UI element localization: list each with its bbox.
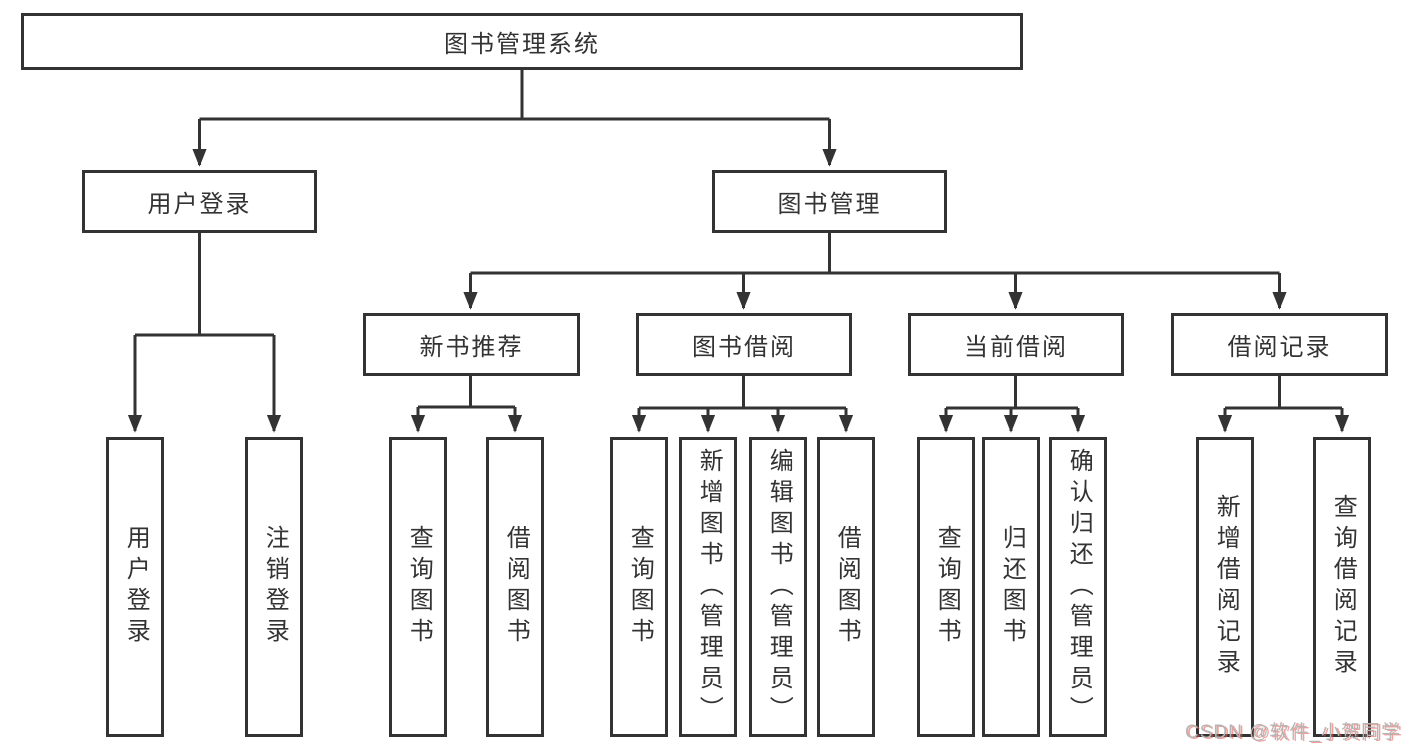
leaf-add-books-admin: 新增图书（管理员） xyxy=(679,437,737,737)
node-current-borrowing: 当前借阅 xyxy=(908,313,1124,376)
leaf-logout: 注销登录 xyxy=(245,437,303,737)
node-user-login: 用户登录 xyxy=(82,170,317,233)
node-new-book-recommend: 新书推荐 xyxy=(363,313,580,376)
node-label: 新书推荐 xyxy=(419,334,524,361)
node-label: 查询图书 xyxy=(933,525,961,649)
leaf-query-borrow-record: 查询借阅记录 xyxy=(1313,437,1371,737)
node-label: 用户登录 xyxy=(147,191,252,218)
leaf-add-borrow-record: 新增借阅记录 xyxy=(1196,437,1254,737)
node-label: 确认归还（管理员） xyxy=(1065,447,1093,727)
node-label: 当前借阅 xyxy=(964,334,1068,361)
node-label: 用户登录 xyxy=(122,525,150,649)
node-label: 注销登录 xyxy=(261,525,289,649)
node-root: 图书管理系统 xyxy=(21,13,1023,70)
node-label: 图书管理系统 xyxy=(444,31,600,58)
node-label: 查询图书 xyxy=(626,525,654,649)
node-label: 编辑图书（管理员） xyxy=(765,447,793,727)
node-label: 图书借阅 xyxy=(692,334,796,361)
leaf-user-login: 用户登录 xyxy=(106,437,164,737)
node-label: 图书管理 xyxy=(777,191,882,218)
node-label: 新增图书（管理员） xyxy=(695,447,723,727)
leaf-borrow-books-recommend: 借阅图书 xyxy=(486,437,544,737)
leaf-borrow-books: 借阅图书 xyxy=(817,437,875,737)
node-label: 借阅图书 xyxy=(833,525,861,649)
csdn-watermark: CSDN @软件_小贺同学 xyxy=(1185,722,1401,743)
leaf-query-books-borrowing: 查询图书 xyxy=(610,437,668,737)
leaf-query-books-current: 查询图书 xyxy=(917,437,975,737)
node-borrowing-records: 借阅记录 xyxy=(1171,313,1388,376)
node-label: 借阅图书 xyxy=(502,525,530,649)
node-label: 归还图书 xyxy=(998,525,1026,649)
node-book-borrowing: 图书借阅 xyxy=(636,313,852,376)
node-label: 借阅记录 xyxy=(1227,334,1332,361)
node-label: 查询借阅记录 xyxy=(1329,494,1357,680)
leaf-query-books-recommend: 查询图书 xyxy=(389,437,447,737)
leaf-edit-books-admin: 编辑图书（管理员） xyxy=(749,437,807,737)
node-label: 查询图书 xyxy=(405,525,433,649)
leaf-confirm-return-admin: 确认归还（管理员） xyxy=(1049,437,1107,737)
node-label: 新增借阅记录 xyxy=(1212,494,1240,680)
node-book-management: 图书管理 xyxy=(712,170,947,233)
leaf-return-books: 归还图书 xyxy=(982,437,1040,737)
